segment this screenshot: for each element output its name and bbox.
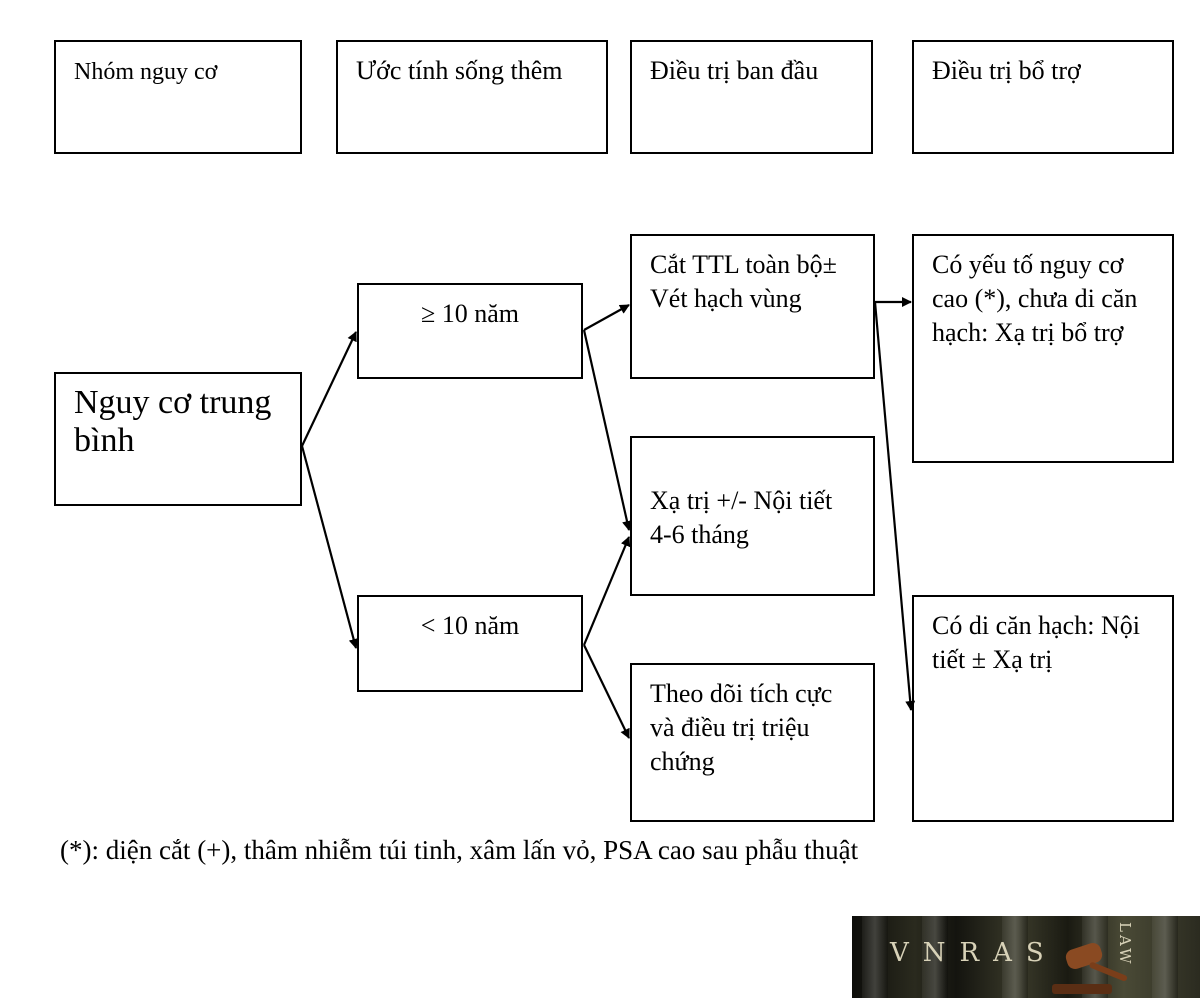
- node-lt10: < 10 năm: [357, 595, 583, 692]
- node-high-risk-adjuvant: Có yếu tố nguy cơ cao (*), chưa di căn h…: [912, 234, 1174, 463]
- arrow-ge10-to-surgery: [583, 304, 630, 331]
- vnras-logo: VNRAS LAW: [852, 916, 1200, 998]
- node-surgery: Cắt TTL toàn bộ± Vét hạch vùng: [630, 234, 875, 379]
- arrow-lt10-to-surveillance: [583, 644, 630, 739]
- arrow-lt10-to-radiation: [582, 536, 631, 646]
- header-adjuvant-treatment: Điều trị bổ trợ: [912, 40, 1174, 154]
- header-adjuvant-treatment-label: Điều trị bổ trợ: [932, 56, 1081, 85]
- header-life-expectancy: Ước tính sống thêm: [336, 40, 608, 154]
- arrow-risk-to-ge10: [301, 331, 357, 447]
- node-risk-group: Nguy cơ trung bình: [54, 372, 302, 506]
- node-node-metastasis-label: Có di căn hạch: Nội tiết ± Xạ trị: [932, 611, 1140, 674]
- node-ge10-label: ≥ 10 năm: [420, 299, 520, 328]
- node-active-surveillance-label: Theo dõi tích cực và điều trị triệu chứn…: [650, 679, 833, 776]
- node-active-surveillance: Theo dõi tích cực và điều trị triệu chứn…: [630, 663, 875, 822]
- logo-law: LAW: [1116, 922, 1134, 967]
- node-ge10: ≥ 10 năm: [357, 283, 583, 379]
- header-life-expectancy-label: Ước tính sống thêm: [356, 56, 563, 85]
- header-risk-group-label: Nhóm nguy cơ: [74, 59, 218, 85]
- footnote: (*): diện cắt (+), thâm nhiễm túi tinh, …: [60, 835, 859, 865]
- node-node-metastasis: Có di căn hạch: Nội tiết ± Xạ trị: [912, 595, 1174, 822]
- node-surgery-label: Cắt TTL toàn bộ± Vét hạch vùng: [650, 250, 837, 313]
- gavel-icon: [1052, 943, 1128, 994]
- node-lt10-label: < 10 năm: [420, 611, 520, 640]
- logo-letters: VNRAS: [890, 938, 1058, 968]
- arrow-ge10-to-radiation: [582, 329, 632, 531]
- node-radiation: Xạ trị +/- Nội tiết 4-6 tháng: [630, 436, 875, 596]
- node-radiation-label: Xạ trị +/- Nội tiết 4-6 tháng: [650, 486, 833, 549]
- header-risk-group: Nhóm nguy cơ: [54, 40, 302, 154]
- header-initial-treatment: Điều trị ban đầu: [630, 40, 873, 154]
- header-initial-treatment-label: Điều trị ban đầu: [650, 56, 819, 85]
- arrow-surgery-to-metastasis: [873, 301, 916, 711]
- node-risk-group-label: Nguy cơ trung bình: [74, 384, 272, 459]
- arrow-risk-to-lt10: [300, 445, 359, 649]
- node-high-risk-adjuvant-label: Có yếu tố nguy cơ cao (*), chưa di căn h…: [932, 250, 1138, 347]
